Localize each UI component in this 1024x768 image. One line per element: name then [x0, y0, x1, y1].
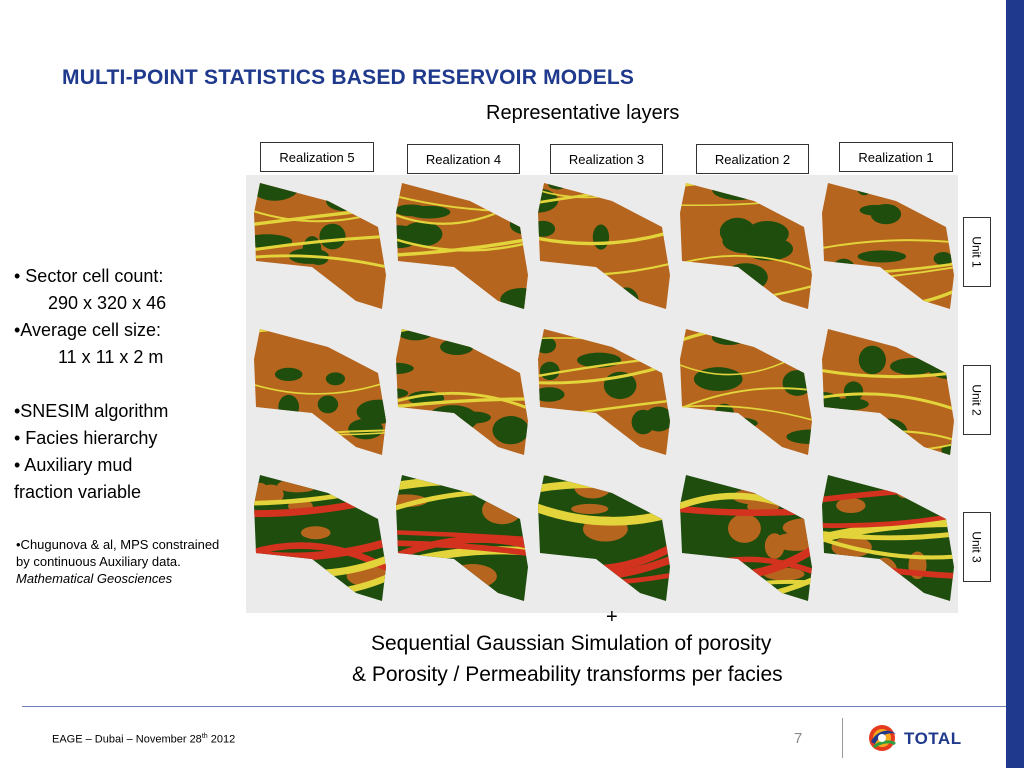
facies-tile — [396, 183, 528, 309]
facies-tile — [538, 183, 670, 309]
bullet-facies-hierarchy: • Facies hierarchy — [14, 428, 158, 448]
unit-label-1: Unit 1 — [963, 217, 991, 287]
bullet-cell-count: • Sector cell count: — [14, 266, 164, 286]
facies-tile — [538, 475, 670, 601]
facies-tile — [822, 475, 954, 601]
bullet-cell-size-value: 11 x 11 x 2 m — [58, 347, 164, 367]
total-logo-text: TOTAL — [904, 729, 962, 748]
reference-note: •Chugunova & al, MPS constrained by cont… — [16, 536, 236, 587]
realization-label-2: Realization 2 — [696, 144, 809, 174]
bottom-caption-line-1: Sequential Gaussian Simulation of porosi… — [371, 632, 772, 655]
facies-tile — [822, 329, 954, 455]
bullet-list: • Sector cell count: 290 x 320 x 46 •Ave… — [14, 263, 242, 506]
facies-tile — [538, 329, 670, 455]
bottom-caption-line-2: & Porosity / Permeability transforms per… — [352, 663, 783, 686]
reference-journal: Mathematical Geosciences — [16, 571, 173, 586]
slide-title: MULTI-POINT STATISTICS BASED RESERVOIR M… — [62, 66, 635, 89]
footer-divider — [22, 706, 1006, 707]
realization-label-5: Realization 5 — [260, 142, 374, 172]
bullet-auxiliary-mud: • Auxiliary mud — [14, 455, 133, 475]
plus-sign: + — [606, 606, 618, 628]
facies-tile — [822, 183, 954, 309]
total-logo-icon — [869, 725, 896, 751]
page-number: 7 — [794, 730, 803, 747]
facies-tile — [680, 183, 812, 309]
bullet-snesim: •SNESIM algorithm — [14, 401, 169, 421]
facies-tile — [254, 329, 386, 455]
facies-tile — [680, 329, 812, 455]
bullet-cell-size: •Average cell size: — [14, 320, 162, 340]
facies-tile — [396, 329, 528, 455]
slide-subtitle: Representative layers — [486, 102, 680, 124]
facies-tile — [254, 183, 386, 309]
facies-tile — [396, 475, 528, 601]
unit-label-3: Unit 3 — [963, 512, 991, 582]
footer-event: EAGE – Dubai – November 28th 2012 — [52, 733, 236, 746]
footer-separator — [842, 718, 843, 758]
realization-label-1: Realization 1 — [839, 142, 953, 172]
realization-label-4: Realization 4 — [407, 144, 520, 174]
bullet-cell-count-value: 290 x 320 x 46 — [48, 293, 167, 313]
facies-realizations-image — [246, 175, 958, 613]
bullet-auxiliary-mud-cont: fraction variable — [14, 482, 142, 502]
facies-tile — [254, 475, 386, 601]
facies-tile — [680, 475, 812, 601]
facies-model-grid — [254, 183, 954, 601]
realization-label-3: Realization 3 — [550, 144, 663, 174]
right-accent-bar — [1006, 0, 1024, 768]
reference-text: •Chugunova & al, MPS constrained by cont… — [16, 537, 220, 569]
unit-label-2: Unit 2 — [963, 365, 991, 435]
